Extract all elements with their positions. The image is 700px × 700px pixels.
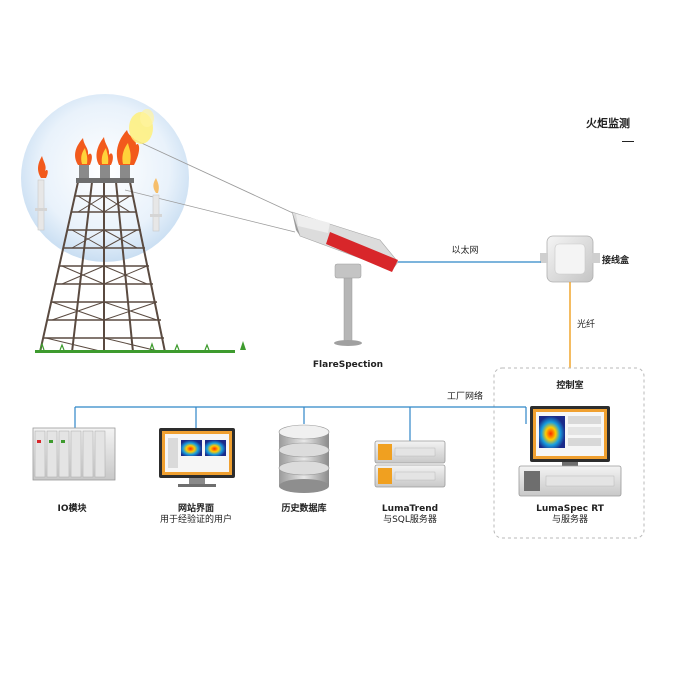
lumaspec-workstation [518, 406, 622, 497]
lumaspec-label: LumaSpec RT 与服务器 [536, 504, 604, 526]
junction-box-label: 接线盒 [602, 256, 630, 266]
page-title: 火炬监测 [586, 117, 630, 130]
fiber-label: 光纤 [577, 320, 596, 330]
grass [35, 341, 246, 353]
flare-stack [21, 94, 296, 353]
lumatrend-title: LumaTrend [381, 504, 439, 514]
control-room-frame [493, 367, 645, 539]
io-module [32, 427, 116, 481]
lumaspec-subtitle: 与服务器 [551, 515, 589, 525]
web-ui-monitor [159, 428, 235, 487]
io-module-label: IO模块 [57, 504, 87, 514]
flarespection-label: FlareSpection [312, 360, 384, 370]
sight-line-upper [134, 139, 296, 215]
lumatrend-subtitle: 与SQL服务器 [383, 515, 437, 525]
historian-label: 历史数据库 [281, 504, 327, 514]
flames [75, 109, 154, 165]
web-ui-title: 网站界面 [177, 504, 215, 514]
industrial-network-label: 工厂网络 [447, 392, 484, 402]
lattice-tower [39, 181, 166, 353]
side-stack-right [150, 178, 162, 232]
lumaspec-title: LumaSpec RT [536, 504, 604, 514]
junction-box [540, 235, 600, 283]
flare-tips [76, 165, 134, 183]
lumatrend-server [374, 440, 446, 488]
industrial-network-bus [74, 406, 527, 441]
side-stack-left [35, 156, 48, 231]
ethernet-label: 以太网 [451, 246, 479, 256]
web-ui-label: 网站界面 用于经验证的用户 [160, 504, 232, 526]
title-underline [622, 141, 634, 142]
lumatrend-label: LumaTrend 与SQL服务器 [382, 504, 438, 526]
web-ui-subtitle: 用于经验证的用户 [159, 515, 233, 525]
historian-database [278, 424, 330, 493]
flarespection-camera [291, 211, 399, 346]
control-room-label: 控制室 [556, 381, 584, 391]
